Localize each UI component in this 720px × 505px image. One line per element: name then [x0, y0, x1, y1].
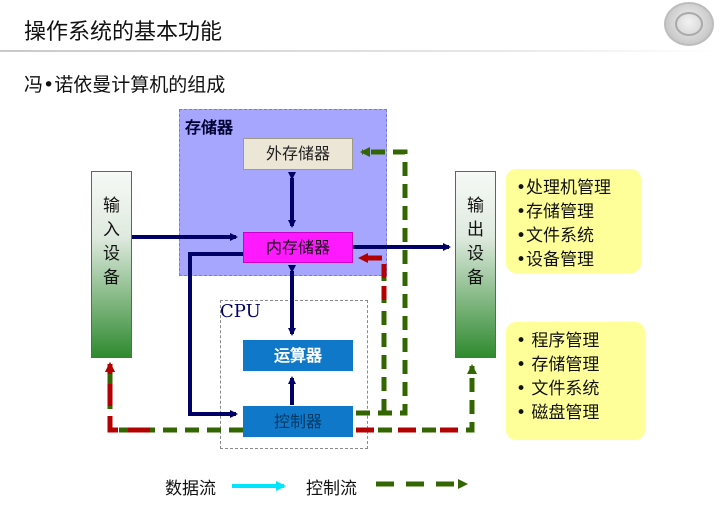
input-device-char: 备	[103, 268, 120, 288]
note-item: • 磁盘管理	[516, 403, 600, 423]
note-item: •存储管理	[516, 202, 595, 222]
input-device-char: 输	[103, 196, 120, 216]
note-item: •文件系统	[516, 226, 595, 246]
output-device-char: 出	[467, 220, 484, 240]
title-divider	[0, 50, 720, 52]
os-functions-note: •处理机管理 •存储管理 •文件系统 •设备管理	[506, 169, 641, 273]
output-device-box: 输 出 设 备	[455, 171, 496, 358]
legend-data-flow-label: 数据流	[165, 479, 216, 499]
input-device-char: 入	[103, 220, 120, 240]
note-item: • 文件系统	[516, 379, 600, 399]
controller-box: 控制器	[243, 406, 353, 437]
legend-control-flow-label: 控制流	[306, 479, 357, 499]
control-to-input-arrow	[105, 362, 243, 433]
control-red-to-input-arrow	[105, 362, 150, 433]
output-device-char: 输	[467, 196, 484, 216]
note-item: •处理机管理	[516, 178, 612, 198]
internal-storage-box: 内存储器	[243, 232, 353, 263]
input-device-char: 设	[103, 244, 120, 264]
management-functions-note: • 程序管理 • 存储管理 • 文件系统 • 磁盘管理	[506, 322, 645, 440]
slide-subtitle: 冯•诺依曼计算机的组成	[24, 74, 226, 96]
university-logo	[664, 2, 714, 46]
output-device-char: 备	[467, 268, 484, 288]
external-storage-box: 外存储器	[243, 138, 353, 170]
note-item: • 程序管理	[516, 331, 600, 351]
alu-box: 运算器	[243, 340, 353, 371]
control-to-ext-storage-arrow	[356, 147, 408, 416]
note-item: • 存储管理	[516, 355, 600, 375]
control-to-output-arrow	[356, 364, 477, 433]
input-device-box: 输 入 设 备	[91, 171, 132, 358]
output-device-char: 设	[467, 244, 484, 264]
control-red-to-memory-arrow	[358, 253, 387, 300]
note-item: •设备管理	[516, 250, 595, 270]
memory-region-label: 存储器	[185, 118, 234, 137]
cpu-region-label: CPU	[220, 301, 261, 322]
slide-title: 操作系统的基本功能	[24, 20, 223, 45]
memory-to-controller-arrow	[188, 252, 243, 418]
